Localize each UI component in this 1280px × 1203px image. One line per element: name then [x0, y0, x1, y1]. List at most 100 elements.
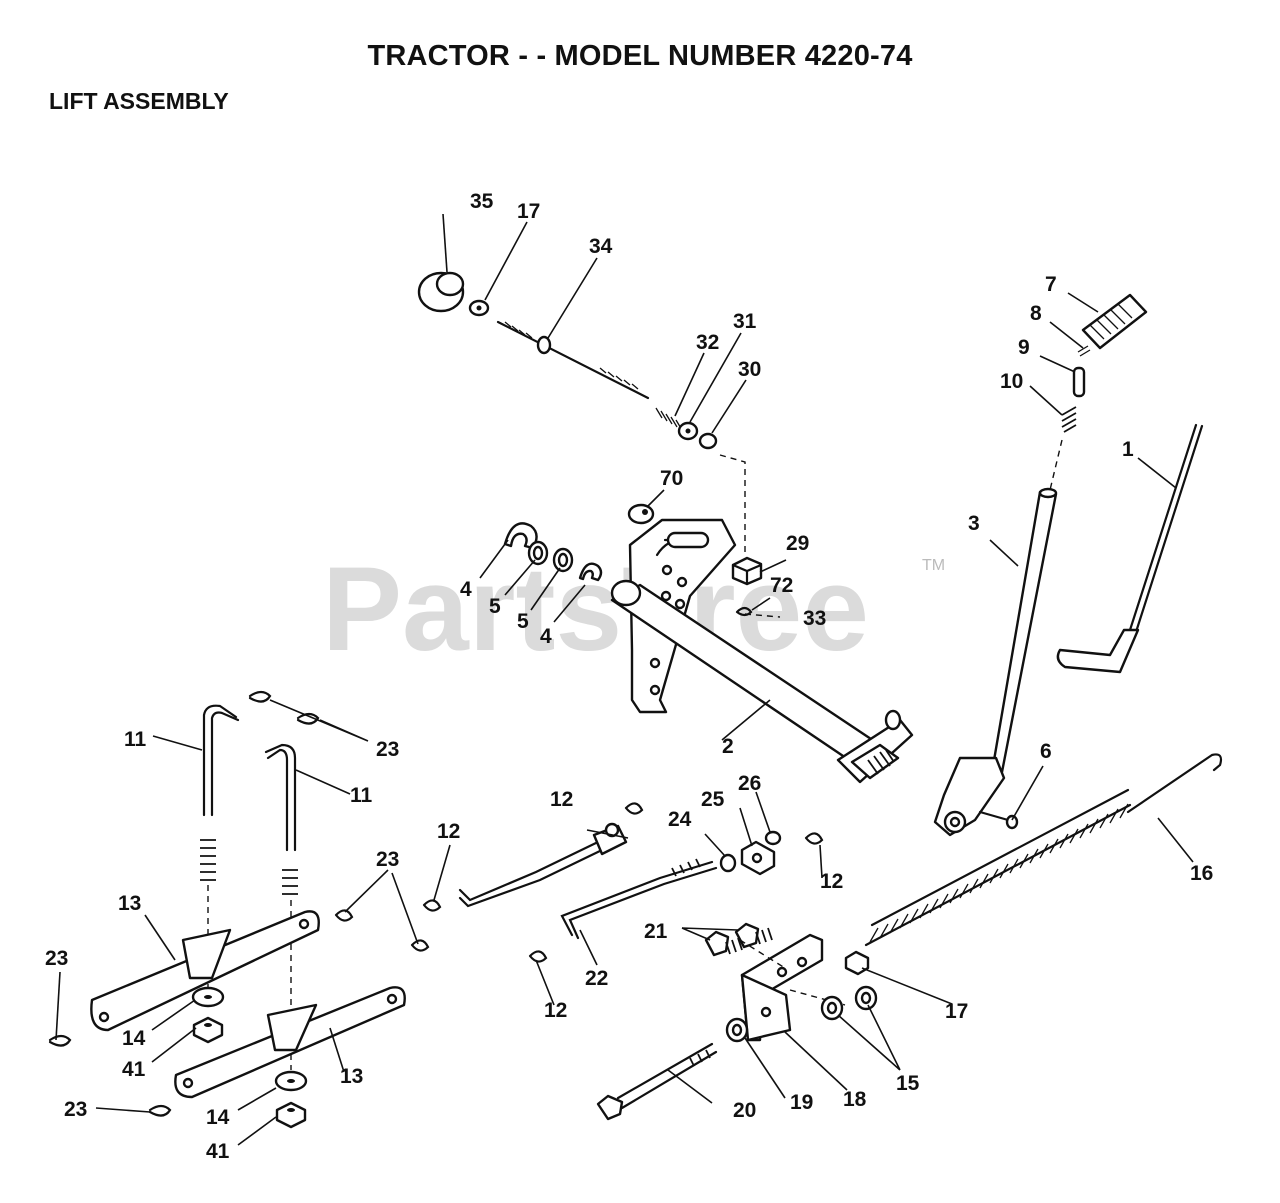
callout-41: 41 — [206, 1140, 230, 1163]
part-18-bracket — [740, 933, 824, 1042]
callout-9: 9 — [1018, 336, 1030, 359]
callout-22: 22 — [585, 967, 608, 990]
callout-13: 13 — [118, 892, 141, 915]
callout-12: 12 — [820, 870, 843, 893]
part-10-spring — [1061, 406, 1077, 433]
callout-25: 25 — [701, 788, 725, 811]
page-title: TRACTOR - - MODEL NUMBER 4220-74 — [367, 40, 913, 72]
part-4-e-ring — [578, 562, 603, 582]
callout-31: 31 — [733, 310, 757, 333]
part-15-spacer — [854, 985, 878, 1011]
callout-21: 21 — [644, 920, 668, 943]
part-23-hairpin — [410, 939, 430, 952]
part-33-pin — [744, 613, 781, 618]
callout-1: 1 — [1122, 438, 1134, 461]
callout-70: 70 — [660, 467, 683, 490]
part-7-grip — [1081, 293, 1148, 350]
callout-7: 7 — [1045, 273, 1057, 296]
part-30-nut — [698, 432, 718, 450]
callout-34: 34 — [589, 235, 613, 258]
part-72-clip — [735, 606, 753, 617]
part-23-hairpin — [48, 1034, 72, 1047]
part-70-washer — [627, 503, 655, 525]
callout-15: 15 — [896, 1072, 920, 1095]
callout-23: 23 — [376, 848, 399, 871]
callout-11: 11 — [350, 784, 373, 807]
part-41-nut — [192, 1016, 224, 1044]
part-17-nut — [844, 950, 870, 976]
callout-29: 29 — [786, 532, 809, 555]
part-rod-upper — [458, 822, 628, 908]
part-29-block — [731, 556, 763, 586]
callout-14: 14 — [206, 1106, 230, 1129]
part-14-washer — [191, 986, 225, 1008]
part-8-spring — [1077, 345, 1091, 357]
callout-20: 20 — [733, 1099, 756, 1122]
part-1-rod — [1056, 423, 1204, 674]
callout-3: 3 — [968, 512, 980, 535]
part-21-bolt — [734, 922, 773, 949]
part-19-washer — [725, 1017, 749, 1043]
part-5-washer — [527, 540, 549, 566]
callout-12: 12 — [550, 788, 573, 811]
callout-6: 6 — [1040, 740, 1052, 763]
part-12-hairpin — [804, 832, 824, 845]
part-15-spacer — [820, 995, 844, 1021]
part-25-block — [740, 840, 776, 876]
part-34-adjustment-rod — [496, 320, 650, 400]
part-21-bolt — [704, 930, 743, 957]
callout-12: 12 — [437, 820, 460, 843]
part-12-hairpin — [624, 802, 644, 815]
callout-12: 12 — [544, 999, 567, 1022]
watermark: PartsTree — [322, 542, 869, 676]
part-13-lift-arm — [174, 986, 406, 1099]
callout-26: 26 — [738, 772, 761, 795]
callout-4: 4 — [540, 625, 552, 648]
part-3-lift-handle — [933, 487, 1058, 837]
part-16-spring — [864, 753, 1223, 947]
part-5-washer — [552, 547, 574, 573]
callout-5: 5 — [489, 595, 501, 618]
callout-23: 23 — [45, 947, 68, 970]
part-35-knob — [417, 271, 465, 313]
callout-41: 41 — [122, 1058, 146, 1081]
callout-4: 4 — [460, 578, 472, 601]
section-title: LIFT ASSEMBLY — [49, 88, 229, 114]
part-31-washer — [677, 421, 699, 441]
callout-18: 18 — [843, 1088, 867, 1111]
part-20-bolt — [596, 1042, 718, 1121]
callout-35: 35 — [470, 190, 494, 213]
part-41-nut — [275, 1101, 307, 1129]
callout-14: 14 — [122, 1027, 146, 1050]
part-4-e-ring — [503, 522, 538, 550]
part-32-spring — [655, 407, 683, 431]
callout-72: 72 — [770, 574, 793, 597]
callout-2: 2 — [722, 735, 734, 758]
callout-17: 17 — [945, 1000, 968, 1023]
part-23-hairpin — [248, 690, 272, 703]
callout-30: 30 — [738, 358, 761, 381]
part-9-rod — [1072, 366, 1086, 398]
callout-19: 19 — [790, 1091, 813, 1114]
callout-13: 13 — [340, 1065, 363, 1088]
part-12-hairpin — [528, 950, 548, 963]
callout-10: 10 — [1000, 370, 1023, 393]
part-26-nut — [764, 830, 782, 846]
callout-8: 8 — [1030, 302, 1042, 325]
callout-5: 5 — [517, 610, 529, 633]
callout-32: 32 — [696, 331, 719, 354]
part-11-lift-link — [264, 743, 298, 1070]
part-11-lift-link — [200, 704, 240, 990]
part-23-hairpin — [148, 1104, 172, 1117]
callout-11: 11 — [124, 728, 147, 751]
part-6-bolt — [978, 810, 1019, 830]
part-12-hairpin — [422, 899, 442, 912]
part-22-rod — [560, 858, 718, 940]
callout-17: 17 — [517, 200, 540, 223]
callout-33: 33 — [803, 607, 826, 630]
part-14-washer — [274, 1070, 308, 1092]
part-2-lift-shaft — [610, 518, 914, 784]
watermark-trademark: TM — [922, 557, 945, 574]
part-13-lift-arm — [90, 910, 320, 1032]
